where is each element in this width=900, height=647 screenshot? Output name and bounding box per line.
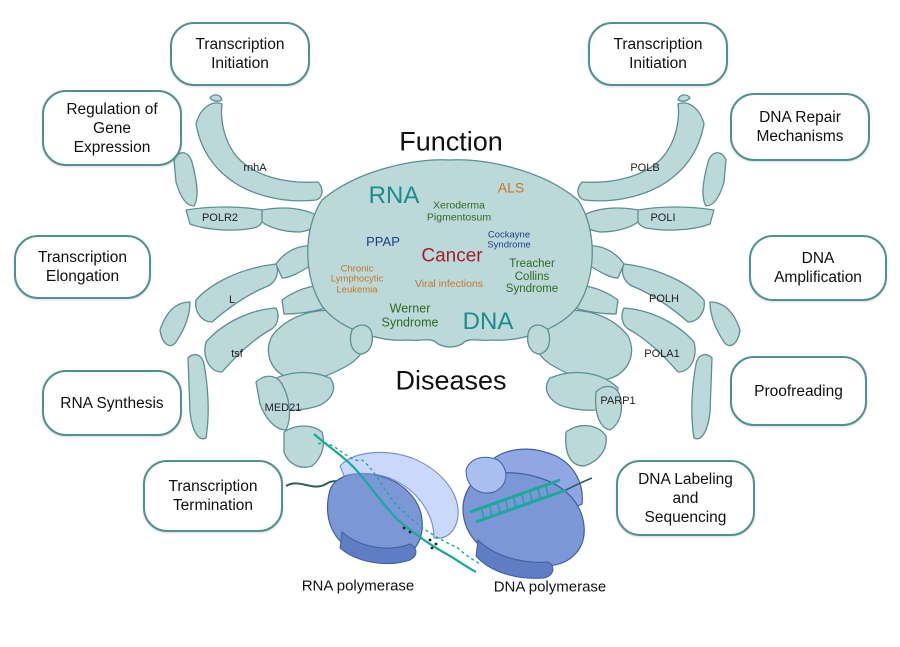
- box-label: Transcription Initiation: [613, 36, 703, 72]
- box-label: Transcription Termination: [168, 478, 258, 514]
- box-label: Regulation of Gene Expression: [66, 100, 158, 156]
- word-viral-infections: Viral infections: [414, 278, 484, 291]
- rna-pol-body: [326, 472, 423, 559]
- caption-rna-polymerase: RNA polymerase: [301, 577, 415, 595]
- box-dna-labeling-and-sequencing: DNA Labeling and Sequencing: [616, 460, 755, 536]
- leg-label-polr2: POLR2: [201, 212, 239, 224]
- box-regulation-of-gene-expression: Regulation of Gene Expression: [42, 90, 182, 166]
- word-als: ALS: [497, 179, 525, 196]
- leg-label-rnha: rnhA: [243, 162, 267, 174]
- word-treacher-collins-syndrome: Treacher Collins Syndrome: [505, 258, 559, 296]
- word-cancer: Cancer: [421, 245, 483, 267]
- dna-duplex: [469, 478, 561, 514]
- box-dna-amplification: DNA Amplification: [749, 235, 887, 301]
- leg-label-pola1: POLA1: [644, 348, 680, 360]
- rna-polymerase-illustration: [285, 433, 481, 573]
- word-ppap: PPAP: [366, 233, 400, 249]
- box-proofreading: Proofreading: [730, 356, 867, 426]
- crab-carapace: [307, 159, 593, 348]
- crab-shape: [159, 94, 741, 468]
- diseases-heading: Diseases: [395, 365, 507, 396]
- left-claw-tip: [209, 94, 223, 102]
- word-werner-syndrome: Werner Syndrome: [381, 301, 439, 329]
- leg-label-polh: POLH: [649, 293, 679, 305]
- rna-pol-clamp: [339, 451, 459, 539]
- function-heading: Function: [399, 126, 503, 157]
- box-label: Proofreading: [754, 382, 843, 400]
- leg-label-l: L: [228, 294, 236, 306]
- leg-label-poli: POLI: [650, 212, 676, 224]
- leg-label-med21: MED21: [264, 402, 302, 414]
- box-label: DNA Amplification: [774, 250, 862, 286]
- dna-polymerase-illustration: [462, 448, 593, 579]
- box-left-transcription-initiation: Transcription Initiation: [170, 22, 310, 86]
- right-claw-tip: [677, 94, 691, 102]
- leg-label-tsf: tsf: [231, 348, 243, 360]
- word-dna: DNA: [462, 307, 514, 335]
- dna-pol-body: [462, 472, 585, 567]
- leg-label-parp1: PARP1: [600, 395, 636, 407]
- caption-dna-polymerase: DNA polymerase: [493, 578, 607, 596]
- box-label: RNA Synthesis: [60, 394, 164, 412]
- word-rna: RNA: [368, 181, 420, 209]
- box-rna-synthesis: RNA Synthesis: [42, 370, 182, 436]
- box-transcription-elongation: Transcription Elongation: [14, 235, 151, 299]
- box-dna-repair-mechanisms: DNA Repair Mechanisms: [730, 93, 870, 161]
- word-xeroderma-pigmentosum: Xeroderma Pigmentosum: [426, 199, 492, 223]
- right-pincer: [532, 309, 633, 382]
- left-pincer: [267, 309, 368, 382]
- leg-label-polb: POLB: [630, 162, 660, 174]
- box-label: DNA Repair Mechanisms: [756, 109, 844, 145]
- box-label: Transcription Elongation: [37, 249, 127, 285]
- box-transcription-termination: Transcription Termination: [143, 460, 283, 532]
- word-chronic-lymphocytic-leukemia: Chronic Lymphocytic Leukemia: [330, 263, 384, 296]
- left-claw: [195, 102, 323, 202]
- box-label: Transcription Initiation: [195, 36, 285, 72]
- word-cockayne-syndrome: Cockayne Syndrome: [487, 229, 531, 251]
- box-label: DNA Labeling and Sequencing: [638, 470, 733, 526]
- right-claw: [577, 102, 705, 202]
- box-right-transcription-initiation: Transcription Initiation: [588, 22, 728, 86]
